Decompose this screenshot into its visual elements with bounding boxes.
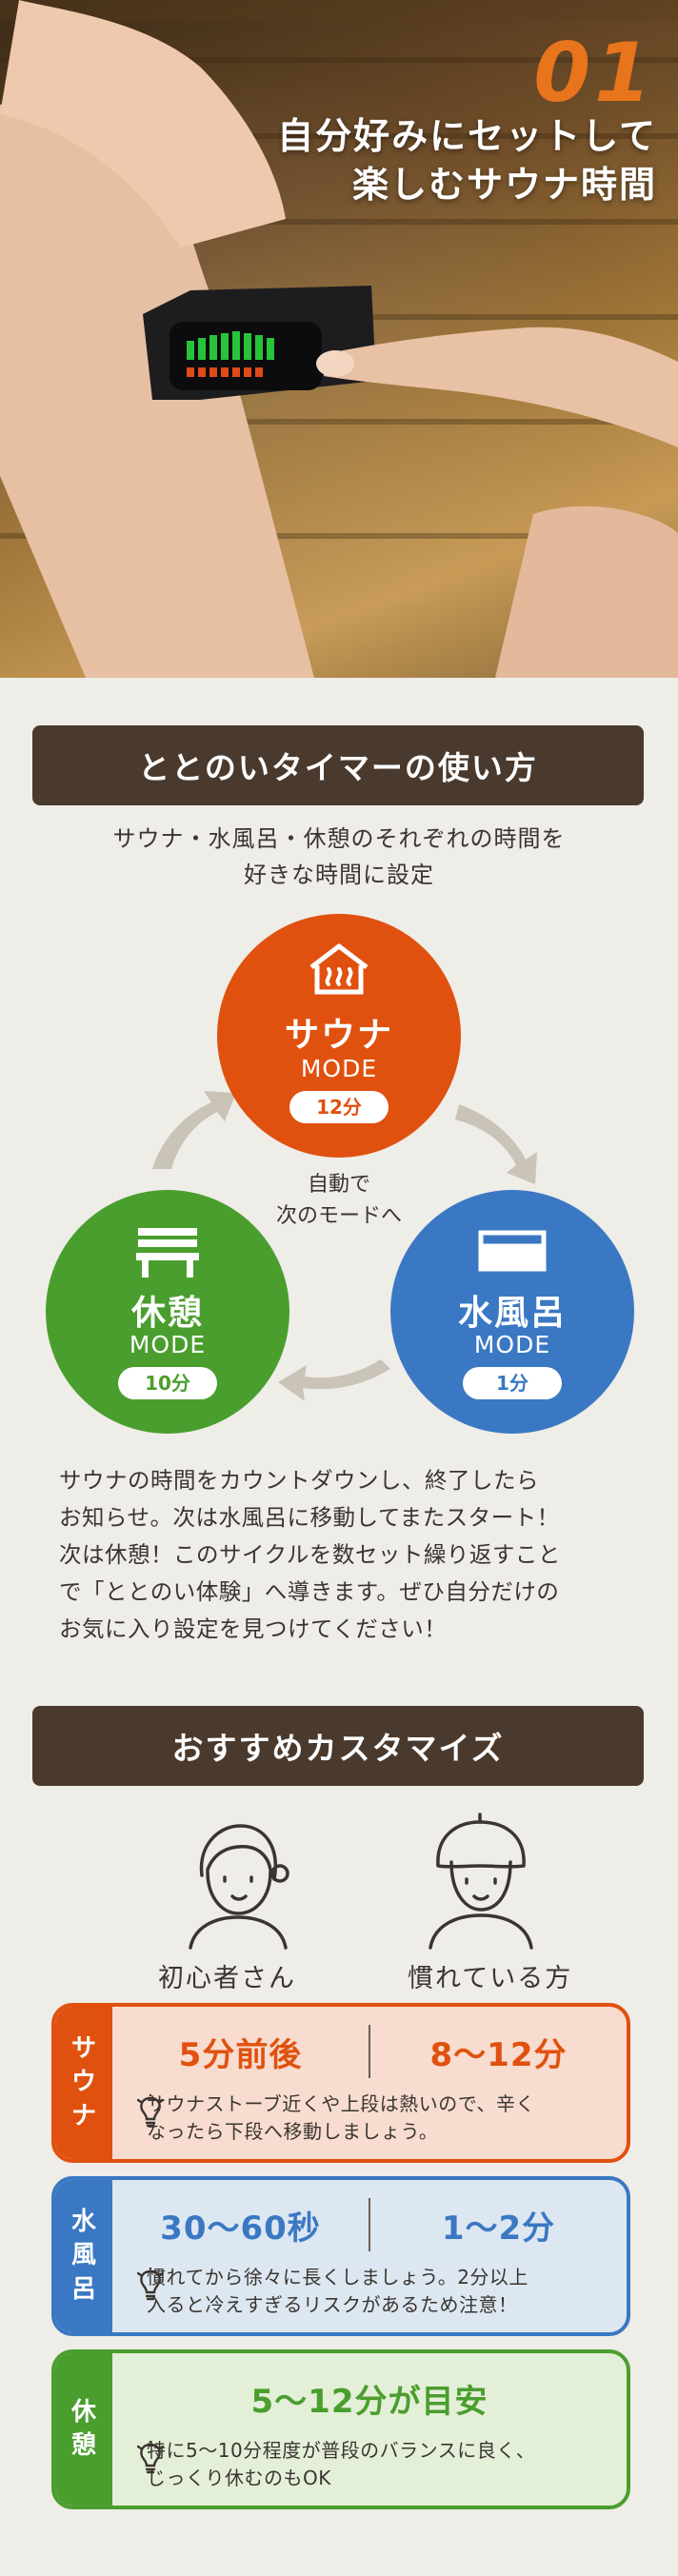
auto-next-note: 自動で 次のモードへ [244,1169,434,1232]
tip-line: 慣れてから徐々に長くしましょう。2分以上 [147,2266,528,2289]
beginner-label: 初心者さん [158,1964,296,1993]
bath-mode-circle: 水風呂 MODE 1分 [390,1190,634,1434]
mode-label: MODE [300,1055,378,1082]
description-line: 次は休憩！このサイクルを数セット繰り返すこと [59,1541,561,1568]
tip-line: 入ると冷えすぎるリスクがあるため注意！ [147,2293,518,2316]
auto-line: 次のモードへ [275,1204,402,1228]
mode-time: 12分 [289,1091,389,1123]
tag-char: 呂 [70,2274,96,2304]
tag-char: ナ [70,2101,96,2130]
hero-title-line: 楽しむサウナ時間 [351,164,657,207]
description-line: で「ととのい体験」へ導きます。ぜひ自分だけの [59,1578,560,1605]
tag-char: ウ [70,2068,96,2097]
tag-char: 風 [70,2241,96,2270]
bath-recommend-card: 水 風 呂 30〜60秒 1〜2分 慣れてから徐々に長くしましょう。2分以上 入… [51,2176,630,2336]
expert-time: 8〜12分 [429,2035,568,2074]
tip-line: 特に5〜10分程度が普段のバランスに良く、 [147,2439,536,2462]
rest-mode-circle: 休憩 MODE 10分 [46,1190,289,1434]
cycle-arrows [152,1091,537,1401]
section-number: 01 [533,26,655,121]
hero-image: 01 自分好みにセットして 楽しむサウナ時間 [0,0,678,678]
description-line: お知らせ。次は水風呂に移動してまたスタート！ [59,1504,560,1531]
tip-text: 特に5〜10分程度が普段のバランスに良く、 じっくり休むのもOK [109,2437,613,2492]
tip-line: サウナストーブ近くや上段は熱いので、辛く [147,2092,535,2115]
expert-label: 慣れている方 [408,1964,573,1993]
description-line: サウナの時間をカウントダウンし、終了したら [59,1467,539,1494]
recommend-header: おすすめカスタマイズ [32,1706,644,1786]
mode-time: 1分 [463,1367,562,1399]
time-row: 5分前後 8〜12分 [112,2020,627,2083]
card-tag: サ ウ ナ [55,2007,112,2159]
divider [369,2025,370,2078]
arrow-up-left [152,1091,236,1169]
usage-description: サウナの時間をカウントダウンし、終了したら お知らせ。次は水風呂に移動してまたス… [59,1462,630,1648]
tag-char: 水 [70,2208,96,2237]
mode-name: 休憩 [130,1294,204,1333]
mode-name: サウナ [284,1016,393,1055]
sauna-recommend-card: サ ウ ナ 5分前後 8〜12分 サウナストーブ近くや上段は熱いので、辛く なっ… [51,2003,630,2163]
auto-line: 自動で [307,1173,370,1197]
lightbulb-icon [137,2094,164,2128]
hero-title-line: 自分好みにセットして [277,115,657,157]
bath-icon [478,1230,547,1272]
hero-photo-illustration [0,0,678,678]
mode-label: MODE [129,1331,207,1358]
tag-char: サ [70,2034,96,2064]
tip-text: サウナストーブ近くや上段は熱いので、辛く なったら下段へ移動しましょう。 [109,2091,613,2146]
expert-time: 1〜2分 [441,2209,556,2248]
divider [369,2198,370,2251]
intro-line: サウナ・水風呂・休憩のそれぞれの時間を [112,825,566,852]
bench-icon [136,1228,199,1278]
description-line: お気に入り設定を見つけてください！ [59,1615,448,1642]
beginner-time: 30〜60秒 [160,2209,321,2248]
lightbulb-icon [137,2441,164,2474]
lightbulb-icon [137,2268,164,2301]
arrow-left [278,1359,390,1401]
mode-name: 水風呂 [457,1294,567,1333]
hero-title: 自分好みにセットして 楽しむサウナ時間 [277,112,657,210]
expert-person-icon [429,1813,533,1950]
beginner-time: 5分前後 [178,2035,303,2074]
tag-char: 休 [70,2397,96,2427]
usage-intro: サウナ・水風呂・休憩のそれぞれの時間を 好きな時間に設定 [0,821,678,894]
tip-line: なったら下段へ移動しましょう。 [147,2120,439,2143]
sauna-icon [309,943,369,995]
intro-line: 好きな時間に設定 [244,862,434,889]
tag-char: 憩 [70,2431,96,2460]
time-row: 30〜60秒 1〜2分 [112,2193,627,2256]
card-tag: 休 憩 [55,2353,112,2506]
usage-header: ととのいタイマーの使い方 [32,725,644,805]
time-row: 5〜12分が目安 [112,2367,627,2429]
arrow-down-right [455,1104,537,1184]
tip-text: 慣れてから徐々に長くしましょう。2分以上 入ると冷えすぎるリスクがあるため注意！ [109,2264,613,2319]
tip-line: じっくり休むのもOK [147,2467,331,2489]
rest-recommend-card: 休 憩 5〜12分が目安 特に5〜10分程度が普段のバランスに良く、 じっくり休… [51,2349,630,2509]
sauna-mode-circle: サウナ MODE 12分 [217,914,461,1158]
mode-time: 10分 [118,1367,217,1399]
beginner-person-icon [189,1824,289,1950]
recommended-time: 5〜12分が目安 [250,2382,489,2421]
card-tag: 水 風 呂 [55,2180,112,2332]
mode-label: MODE [473,1331,551,1358]
